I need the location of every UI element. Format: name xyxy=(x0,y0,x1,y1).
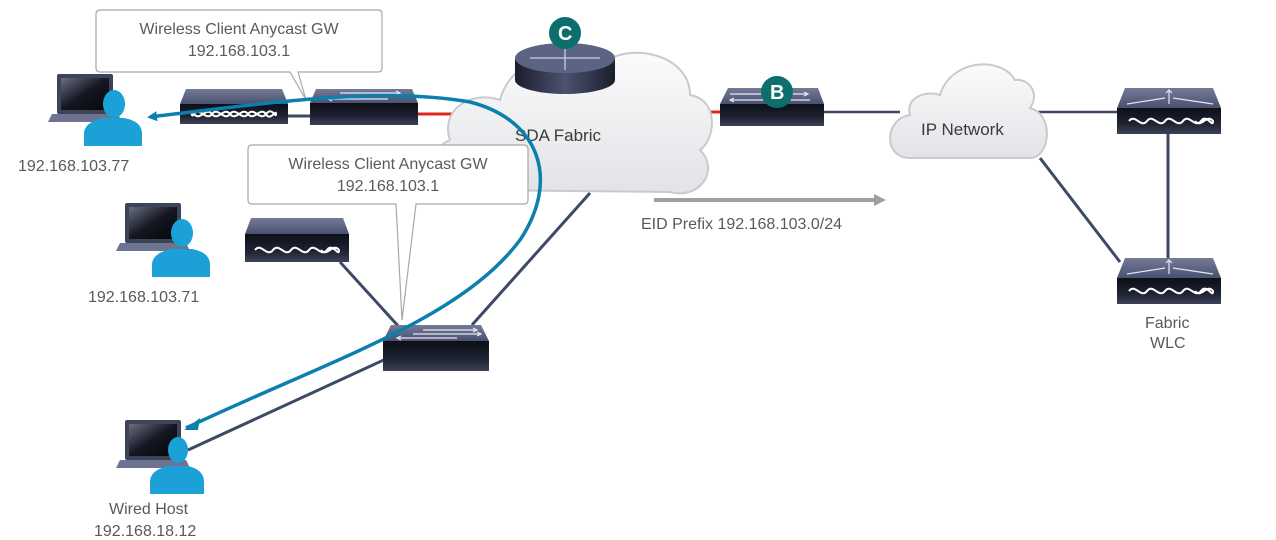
antenna-waves-icon xyxy=(190,110,278,118)
border-switch[interactable]: B xyxy=(720,76,824,126)
badge-b-label: B xyxy=(770,82,784,104)
wlc-1[interactable] xyxy=(1117,88,1221,134)
sda-fabric-label: SDA Fabric xyxy=(515,126,601,145)
wired-host[interactable] xyxy=(116,420,204,494)
switch-arrows-icon xyxy=(395,327,483,341)
link-edge2-to-wired-host xyxy=(187,356,389,452)
host-1-ip: 192.168.103.77 xyxy=(18,158,129,175)
link-edge2-to-fabric xyxy=(470,192,592,326)
link-ipnet-to-wlc2 xyxy=(1038,157,1122,263)
border-badge xyxy=(761,76,793,108)
host-2-ip: 192.168.103.71 xyxy=(88,289,199,306)
eid-prefix-annotation: EID Prefix 192.168.103.0/24 xyxy=(641,194,886,233)
laptop-icon xyxy=(116,203,190,251)
control-plane-badge xyxy=(549,17,581,49)
callout-1-line1: Wireless Client Anycast GW xyxy=(139,21,339,38)
callout-1-line2: 192.168.103.1 xyxy=(188,43,290,60)
laptop-icon xyxy=(116,420,190,468)
link-ap2-to-edge2 xyxy=(338,260,402,330)
antenna-waves-icon xyxy=(254,246,341,254)
callout-2-line2: 192.168.103.1 xyxy=(337,178,439,195)
antenna-waves-icon xyxy=(1128,117,1215,125)
wlc-label-line1: Fabric xyxy=(1145,315,1189,332)
control-plane-router[interactable]: C xyxy=(515,17,615,94)
antenna-waves-icon xyxy=(1128,287,1215,295)
access-point-2[interactable] xyxy=(245,218,349,262)
wlc-arrows-icon xyxy=(1126,259,1214,275)
wired-host-ip: 192.168.18.12 xyxy=(94,523,196,540)
links xyxy=(187,110,1170,452)
badge-c-label: C xyxy=(558,23,572,45)
router-arrows-icon xyxy=(530,46,600,70)
person-icon xyxy=(150,437,204,494)
person-icon xyxy=(84,90,142,146)
wireless-host-2[interactable] xyxy=(116,203,210,277)
callout-anycast-gw-1: Wireless Client Anycast GW 192.168.103.1 xyxy=(95,9,383,101)
wlc-label-line2: WLC xyxy=(1150,335,1186,352)
ip-network-cloud: IP Network xyxy=(889,63,1048,159)
edge-switch-2[interactable] xyxy=(383,325,489,371)
eid-prefix-label: EID Prefix 192.168.103.0/24 xyxy=(641,216,842,233)
wlc-2[interactable] xyxy=(1117,258,1221,304)
callout-anycast-gw-2: Wireless Client Anycast GW 192.168.103.1 xyxy=(247,144,529,321)
person-icon xyxy=(152,219,210,277)
wlc-arrows-icon xyxy=(1126,89,1214,105)
wireless-host-1[interactable] xyxy=(48,74,142,146)
arrowhead-wired-icon xyxy=(184,418,200,430)
wired-host-label: Wired Host xyxy=(109,501,189,518)
callout-2-line1: Wireless Client Anycast GW xyxy=(288,156,488,173)
laptop-icon xyxy=(48,74,122,122)
ip-network-label: IP Network xyxy=(921,120,1004,139)
traffic-flow-arrow xyxy=(147,93,543,430)
